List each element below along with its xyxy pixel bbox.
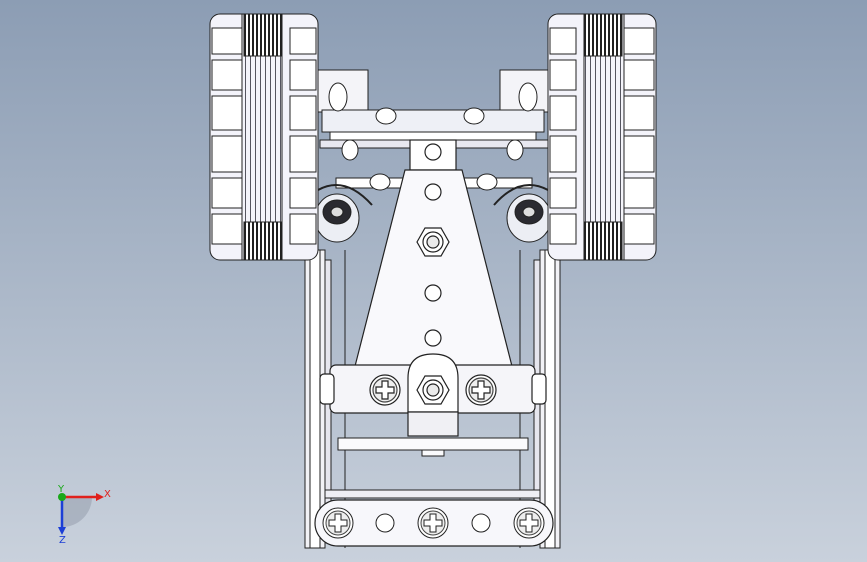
right-motor[interactable] [493,184,552,243]
servo-bracket[interactable] [319,353,547,437]
bearing-nut [328,82,538,191]
mount-hole [375,513,395,533]
cross-bars[interactable] [324,437,541,499]
plate-hole [424,143,442,161]
right-wheel[interactable] [547,13,657,261]
reference-triad[interactable]: X Y Z [57,484,111,546]
plate-hole [424,329,442,347]
hex-nut [416,375,450,405]
z-axis-label: Z [59,535,66,546]
bottom-bracket[interactable] [314,499,554,547]
screw-head [417,507,449,539]
y-axis-label: Y [57,484,65,495]
center-plate[interactable] [351,139,516,379]
screw-head [322,507,354,539]
screw-head [369,374,401,406]
triad-shadow [62,497,92,527]
x-axis-label: X [104,489,111,500]
x-axis-arrow [96,493,104,501]
y-axis-dot [58,493,66,501]
screw-head [465,374,497,406]
plate-hole [424,284,442,302]
z-axis-arrow [58,527,66,535]
mount-hole [471,513,491,533]
screw-head [513,507,545,539]
plate-hole [424,183,442,201]
left-wheel[interactable] [209,13,319,261]
hex-nut [416,227,450,257]
